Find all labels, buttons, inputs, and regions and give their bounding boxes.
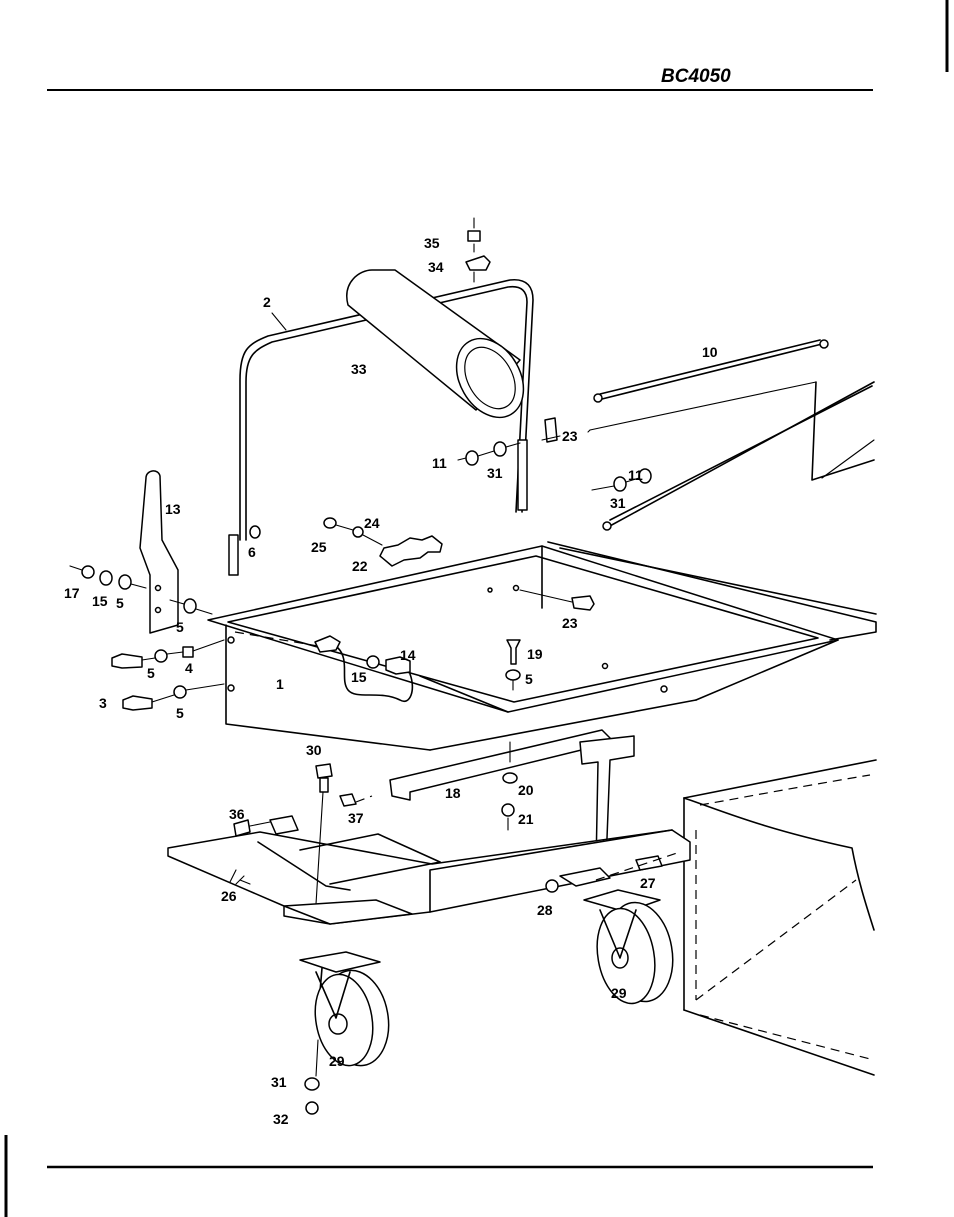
- callout-c3: 3: [99, 695, 107, 711]
- callout-c35: 35: [424, 235, 440, 251]
- callout-c2: 2: [263, 294, 271, 310]
- callout-c27: 27: [640, 875, 656, 891]
- callout-c5c: 5: [147, 665, 155, 681]
- callout-c5d: 5: [525, 671, 533, 687]
- frame-part-26: [167, 829, 691, 925]
- callout-c28: 28: [537, 902, 553, 918]
- callout-c21: 21: [518, 811, 534, 827]
- caster-wheel-right: [583, 889, 674, 1005]
- callout-c22: 22: [352, 558, 368, 574]
- rod-part-10: [593, 339, 829, 403]
- push-bar: [589, 381, 875, 531]
- callout-c23b: 23: [562, 615, 578, 631]
- callout-c19: 19: [527, 646, 543, 662]
- callout-c34: 34: [428, 259, 444, 275]
- strap-part-13: [139, 470, 179, 634]
- hardware-left: [69, 565, 225, 711]
- handle-bracket-right: [517, 439, 528, 511]
- callout-c14: 14: [400, 647, 416, 663]
- callout-c13: 13: [165, 501, 181, 517]
- callout-c15b: 15: [351, 669, 367, 685]
- bracket-part-18: [389, 729, 635, 867]
- intake-tube-part-33: [346, 269, 525, 419]
- callout-c37: 37: [348, 810, 364, 826]
- bracket-part-22: [379, 535, 443, 567]
- hardware-top: [249, 217, 652, 546]
- callout-c5e: 5: [176, 705, 184, 721]
- callout-c26: 26: [221, 888, 237, 904]
- callout-c36: 36: [229, 806, 245, 822]
- callout-c31c: 31: [271, 1074, 287, 1090]
- callout-c25: 25: [311, 539, 327, 555]
- callout-c24: 24: [364, 515, 380, 531]
- hardware-lower: [233, 763, 373, 905]
- callout-c11a: 11: [432, 455, 447, 471]
- hopper-tray-part-1: [207, 541, 877, 751]
- callout-c6: 6: [248, 544, 256, 560]
- grass-bag: [683, 759, 877, 1076]
- callout-c10: 10: [702, 344, 718, 360]
- callout-c5b: 5: [176, 619, 184, 635]
- model-number: BC4050: [661, 66, 731, 87]
- leader-lines: [235, 312, 591, 885]
- callout-c29b: 29: [329, 1053, 345, 1069]
- callout-c29a: 29: [611, 985, 627, 1001]
- callout-c11b: 11: [628, 467, 643, 483]
- hardware-tray: [234, 587, 595, 703]
- callout-c20: 20: [518, 782, 534, 798]
- callout-c31a: 31: [487, 465, 503, 481]
- callout-c23a: 23: [562, 428, 578, 444]
- callout-c30: 30: [306, 742, 322, 758]
- callout-c5a: 5: [116, 595, 124, 611]
- callout-c4: 4: [185, 660, 193, 676]
- callout-c1: 1: [276, 676, 284, 692]
- callout-c31b: 31: [610, 495, 626, 511]
- caster-wheel-left: [299, 951, 390, 1115]
- callout-c17: 17: [64, 585, 80, 601]
- callout-c33: 33: [351, 361, 367, 377]
- handle-bracket-left: [228, 534, 239, 576]
- callout-c18: 18: [445, 785, 461, 801]
- callout-c32: 32: [273, 1111, 289, 1127]
- callout-c15a: 15: [92, 593, 108, 609]
